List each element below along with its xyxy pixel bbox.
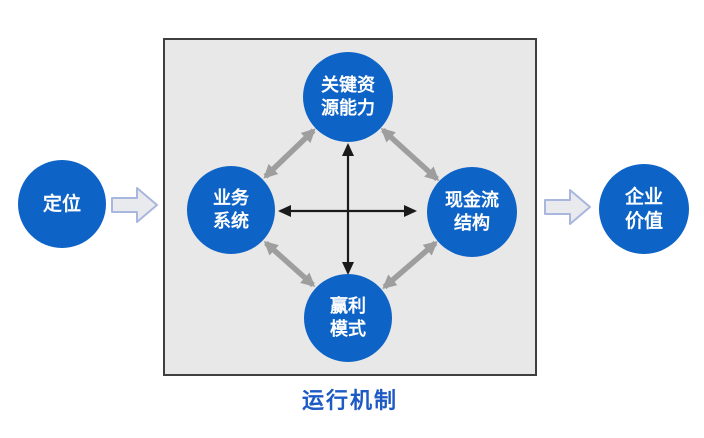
node-key-resources-line1: 关键资 [321, 74, 375, 96]
node-business-system-line1: 业务 [213, 187, 249, 209]
node-cash-flow: 现金流 结构 [427, 167, 517, 257]
node-business-system: 业务 系统 [187, 166, 275, 254]
right-block-arrow-icon [544, 189, 591, 225]
node-key-resources-line2: 源能力 [321, 98, 375, 119]
node-positioning-label: 定位 [42, 192, 81, 215]
arrow-business-keyresources [263, 128, 316, 179]
node-enterprise-value: 企业 价值 [599, 164, 689, 254]
node-positioning: 定位 [18, 160, 106, 248]
node-profit-model-line1: 赢利 [330, 295, 366, 317]
node-enterprise-value-line1: 企业 [624, 185, 663, 208]
arrow-profitmodel-cashflow [382, 240, 438, 290]
node-cash-flow-line2: 结构 [454, 213, 490, 234]
node-cash-flow-line1: 现金流 [445, 189, 499, 211]
arrow-business-profitmodel [263, 240, 316, 288]
arrow-keyresources-cashflow [380, 127, 440, 182]
node-key-resources: 关键资 源能力 [303, 52, 393, 142]
right-block-arrow-icon [111, 187, 158, 223]
node-profit-model: 赢利 模式 [304, 274, 392, 362]
connector-arrows [263, 127, 440, 290]
node-business-system-line2: 系统 [213, 211, 249, 232]
node-profit-model-line2: 模式 [330, 319, 366, 340]
mechanism-caption: 运行机制 [301, 389, 398, 414]
cross-double-arrow-group [278, 143, 417, 275]
diagonal-double-arrow-group [263, 127, 440, 290]
node-enterprise-value-line2: 价值 [624, 210, 663, 232]
mechanism-box: 关键资 源能力 业务 系统 现金流 结构 赢利 模式 [163, 38, 537, 376]
